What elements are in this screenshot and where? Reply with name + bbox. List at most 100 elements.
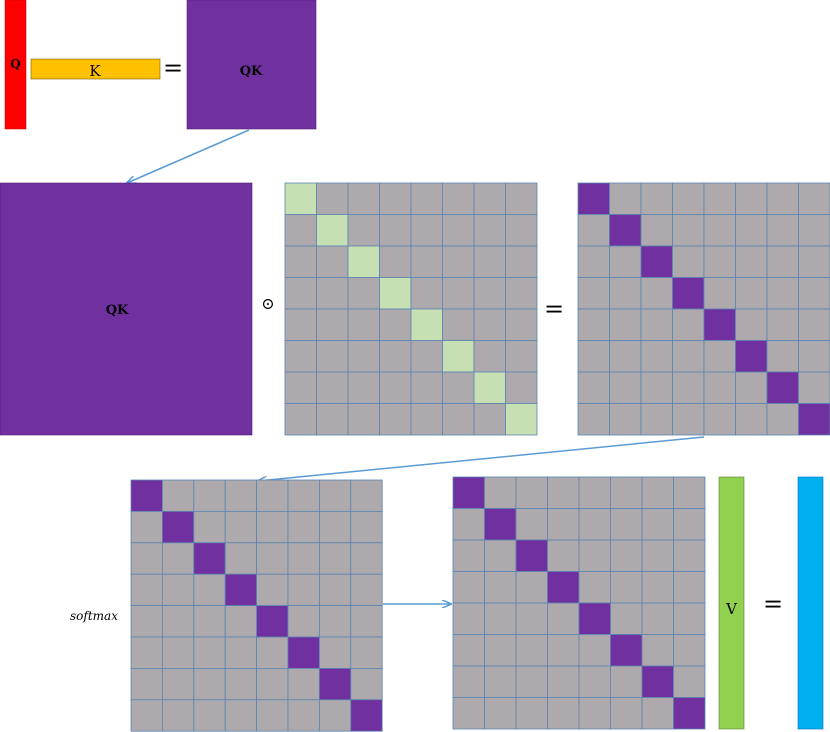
v-vector [718,476,745,730]
grid-cell [130,636,163,669]
grid-cell [640,277,673,310]
grid-cell [224,605,257,638]
grid-cell [610,571,643,604]
grid-cell [318,510,352,544]
grid-cell [161,573,195,607]
output-vector [797,476,824,730]
grid-cell [547,665,580,698]
grid-cell [347,308,380,341]
mask-matrix [284,182,538,436]
grid-cell [379,308,412,341]
grid-cell [442,371,475,404]
grid-cell [578,634,611,667]
grid-cell [484,476,517,509]
grid-cell [766,182,799,215]
grid-cell [505,340,538,373]
grid-cell [735,245,768,278]
grid-cell [547,602,580,635]
q-label: Q [10,57,20,71]
grid-cell [316,182,349,215]
grid-cell [673,508,706,541]
grid-cell [316,308,349,341]
grid-cell [256,668,289,701]
grid-cell [547,634,580,667]
grid-cell [452,665,485,698]
grid-cell [735,308,768,341]
qk-small-label: QK [240,64,263,79]
grid-cell [193,573,226,607]
grid-cell [284,308,317,341]
grid-cell [484,634,517,667]
grid-cell [161,699,195,732]
grid-cell [224,636,257,669]
grid-cell [798,245,830,278]
grid-cell [318,605,352,638]
grid-cell [515,697,548,730]
grid-cell [193,605,226,638]
diagonal-cell [673,697,706,730]
diagonal-cell [410,308,443,341]
grid-cell [350,573,383,607]
softmax-input-matrix [130,479,383,732]
grid-cell [130,542,163,575]
grid-cell [442,403,475,436]
grid-cell [287,573,320,607]
grid-cell [350,636,383,669]
grid-cell [130,573,163,607]
diagonal-cell [577,182,610,215]
grid-cell [672,371,705,404]
grid-cell [578,476,611,509]
grid-cell [473,277,506,310]
arrow-qk-to-scores [127,129,250,183]
grid-cell [672,403,705,436]
qk-matrix-small [186,0,317,130]
grid-cell [473,308,506,341]
grid-cell [735,182,768,215]
diagonal-cell [798,403,830,436]
grid-cell [316,277,349,310]
diagonal-cell [224,573,257,607]
grid-cell [193,479,226,512]
qk-large-label: QK [106,303,129,318]
grid-cell [452,697,485,730]
grid-cell [640,403,673,436]
grid-cell [577,308,610,341]
grid-cell [287,605,320,638]
grid-cell [224,668,257,701]
diagonal-cell [484,508,517,541]
attention-weights-matrix [452,476,706,730]
equals-sign-1: = [163,54,183,82]
equals-sign-3: = [763,590,783,618]
grid-cell [193,668,226,701]
grid-cell [316,403,349,436]
grid-cell [798,371,830,404]
grid-cell [766,214,799,247]
diagonal-cell [379,277,412,310]
grid-cell [161,668,195,701]
grid-cell [350,668,383,701]
diagonal-cell [505,403,538,436]
diagonal-cell [609,214,642,247]
diagonal-cell [256,605,289,638]
diagonal-cell [442,340,475,373]
grid-cell [484,697,517,730]
grid-cell [316,371,349,404]
grid-cell [640,308,673,341]
diagonal-cell [473,371,506,404]
grid-cell [610,539,643,572]
k-vector [30,58,161,80]
grid-cell [347,182,380,215]
grid-cell [640,371,673,404]
grid-cell [610,508,643,541]
grid-cell [735,277,768,310]
grid-cell [484,539,517,572]
grid-cell [350,542,383,575]
grid-cell [547,508,580,541]
grid-cell [350,510,383,544]
grid-cell [442,214,475,247]
diagonal-cell [640,245,673,278]
grid-cell [610,697,643,730]
diagonal-cell [515,539,548,572]
grid-cell [224,510,257,544]
